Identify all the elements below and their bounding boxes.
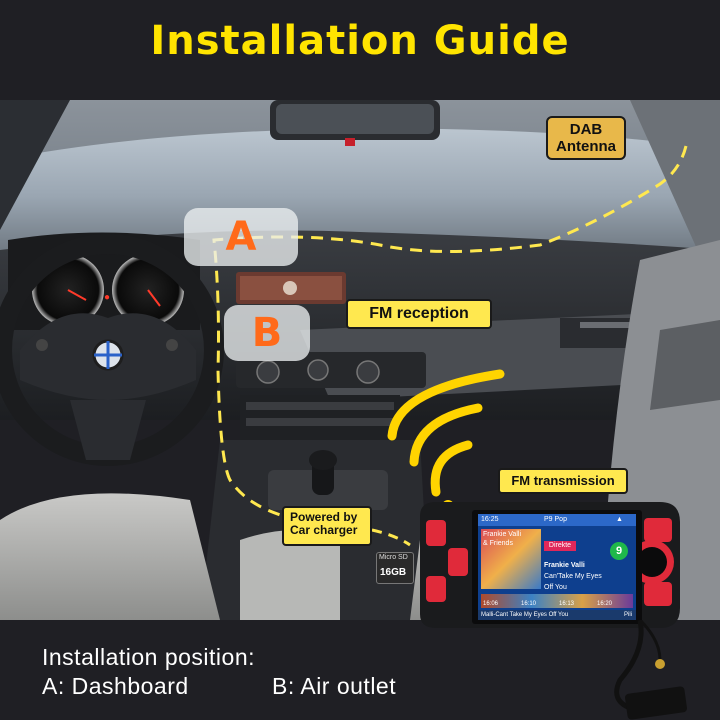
screen-station: P9 Pop [544, 516, 567, 523]
fm-reception-label: FM reception [346, 299, 492, 329]
page-title: Installation Guide [150, 18, 570, 64]
dab-transmitter-device: 16:25 P9 Pop ▲ Frankie Valli & Friends D… [412, 498, 688, 632]
svg-text:●: ● [104, 292, 110, 303]
position-a-marker: A [184, 208, 298, 266]
dab-antenna-label: DAB Antenna [546, 116, 626, 160]
sd-card-label: Micro SD [379, 554, 408, 561]
album-line1: Frankie Valli [483, 531, 521, 538]
powered-by-label: Powered by Car charger [282, 506, 372, 546]
fm-transmission-label: FM transmission [498, 468, 628, 494]
device-screen: 16:25 P9 Pop ▲ Frankie Valli & Friends D… [478, 514, 636, 620]
powered-by-label-line1: Powered by [290, 510, 358, 524]
usb-cable [614, 620, 687, 720]
installation-option-a: A: Dashboard [42, 673, 189, 699]
station-tag: Direkte [544, 541, 576, 551]
screen-time: 16:25 [481, 516, 499, 523]
ticker-bar: Malli-Cant Take My Eyes Off You Pili [478, 610, 636, 620]
song-title-line1: Can'Take My Eyes [544, 573, 602, 580]
dab-antenna-label-line2: Antenna [556, 137, 616, 155]
artist-name: Frankie Valli [544, 562, 585, 569]
sd-card-size: 16GB [380, 567, 407, 578]
thumb-time-4: 16:20 [597, 601, 613, 607]
thumb-time-1: 16:06 [483, 601, 499, 607]
ticker-text: Malli-Cant Take My Eyes Off You [481, 612, 569, 618]
dab-antenna-label-line1: DAB [569, 121, 603, 138]
channel-number: 9 [610, 542, 628, 560]
installation-option-b: B: Air outlet [272, 673, 397, 699]
position-b-marker: B [224, 305, 310, 361]
signal-icon: ▲ [616, 516, 623, 523]
album-art: Frankie Valli & Friends [481, 529, 541, 589]
thumb-time-3: 16:13 [559, 601, 575, 607]
micro-sd-card: Micro SD 16GB [376, 552, 414, 584]
song-title-line2: Off You [544, 584, 567, 591]
installation-position-heading: Installation position: [42, 644, 256, 670]
ticker-tail: Pili [623, 612, 632, 618]
powered-by-label-line2: Car charger [290, 523, 358, 538]
screen-status-bar: 16:25 P9 Pop ▲ [478, 514, 636, 526]
thumb-time-2: 16:10 [521, 601, 537, 607]
recent-thumbnails: 16:06 16:10 16:13 16:20 [481, 594, 633, 608]
album-line2: & Friends [483, 540, 513, 547]
